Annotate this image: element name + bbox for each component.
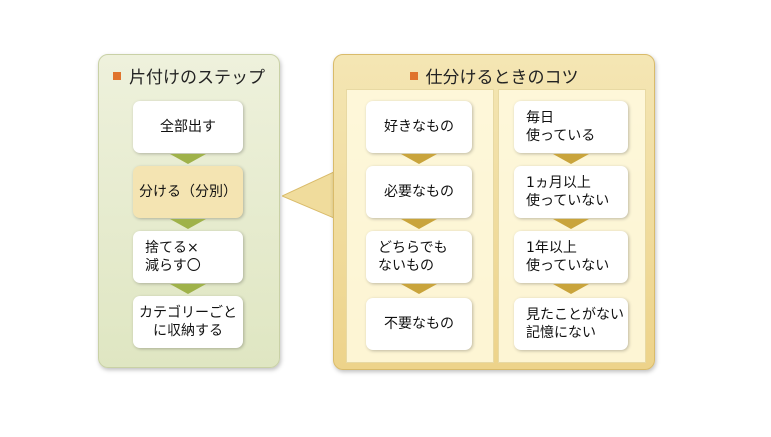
square-bullet-icon bbox=[409, 71, 418, 80]
down-arrow-icon bbox=[553, 219, 589, 229]
down-arrow-icon bbox=[553, 154, 589, 164]
steps-panel-title: 片付けのステップ bbox=[129, 68, 265, 88]
down-arrow-icon bbox=[401, 219, 437, 229]
step-box-4: カテゴリーごと に収納する bbox=[133, 296, 243, 348]
step-box-3: 捨てる× 減らす〇 bbox=[133, 231, 243, 283]
down-arrow-icon bbox=[170, 284, 206, 294]
tip-col1-box-3: どちらでも ないもの bbox=[366, 231, 472, 283]
tip-col1-box-4: 不要なもの bbox=[366, 298, 472, 350]
tip-col2-box-3: 1年以上 使っていない bbox=[514, 231, 628, 283]
down-arrow-icon bbox=[401, 154, 437, 164]
tips-panel-title: 仕分けるときのコツ bbox=[425, 68, 579, 88]
tip-col2-box-2: 1ヵ月以上 使っていない bbox=[514, 166, 628, 218]
tips-panel-header: 仕分けるときのコツ bbox=[334, 63, 654, 88]
tip-col1-box-1: 好きなもの bbox=[366, 101, 472, 153]
steps-panel: 片付けのステップ 全部出す 分ける（分別） 捨てる× 減らす〇 カテゴリーごと … bbox=[98, 54, 280, 368]
down-arrow-icon bbox=[401, 284, 437, 294]
tip-col2-box-1: 毎日 使っている bbox=[514, 101, 628, 153]
square-bullet-icon bbox=[113, 71, 121, 80]
step-box-1: 全部出す bbox=[133, 101, 243, 153]
tip-col1-box-2: 必要なもの bbox=[366, 166, 472, 218]
down-arrow-icon bbox=[170, 154, 206, 164]
step-box-2: 分ける（分別） bbox=[133, 166, 243, 218]
tip-col2-box-4: 見たことがない 記憶にない bbox=[514, 298, 628, 350]
tips-panel: 仕分けるときのコツ 好きなもの 必要なもの どちらでも ないもの 不要なもの 毎… bbox=[333, 54, 655, 370]
steps-panel-header: 片付けのステップ bbox=[99, 63, 279, 88]
callout-pointer-icon bbox=[282, 171, 334, 219]
down-arrow-icon bbox=[553, 284, 589, 294]
down-arrow-icon bbox=[170, 219, 206, 229]
